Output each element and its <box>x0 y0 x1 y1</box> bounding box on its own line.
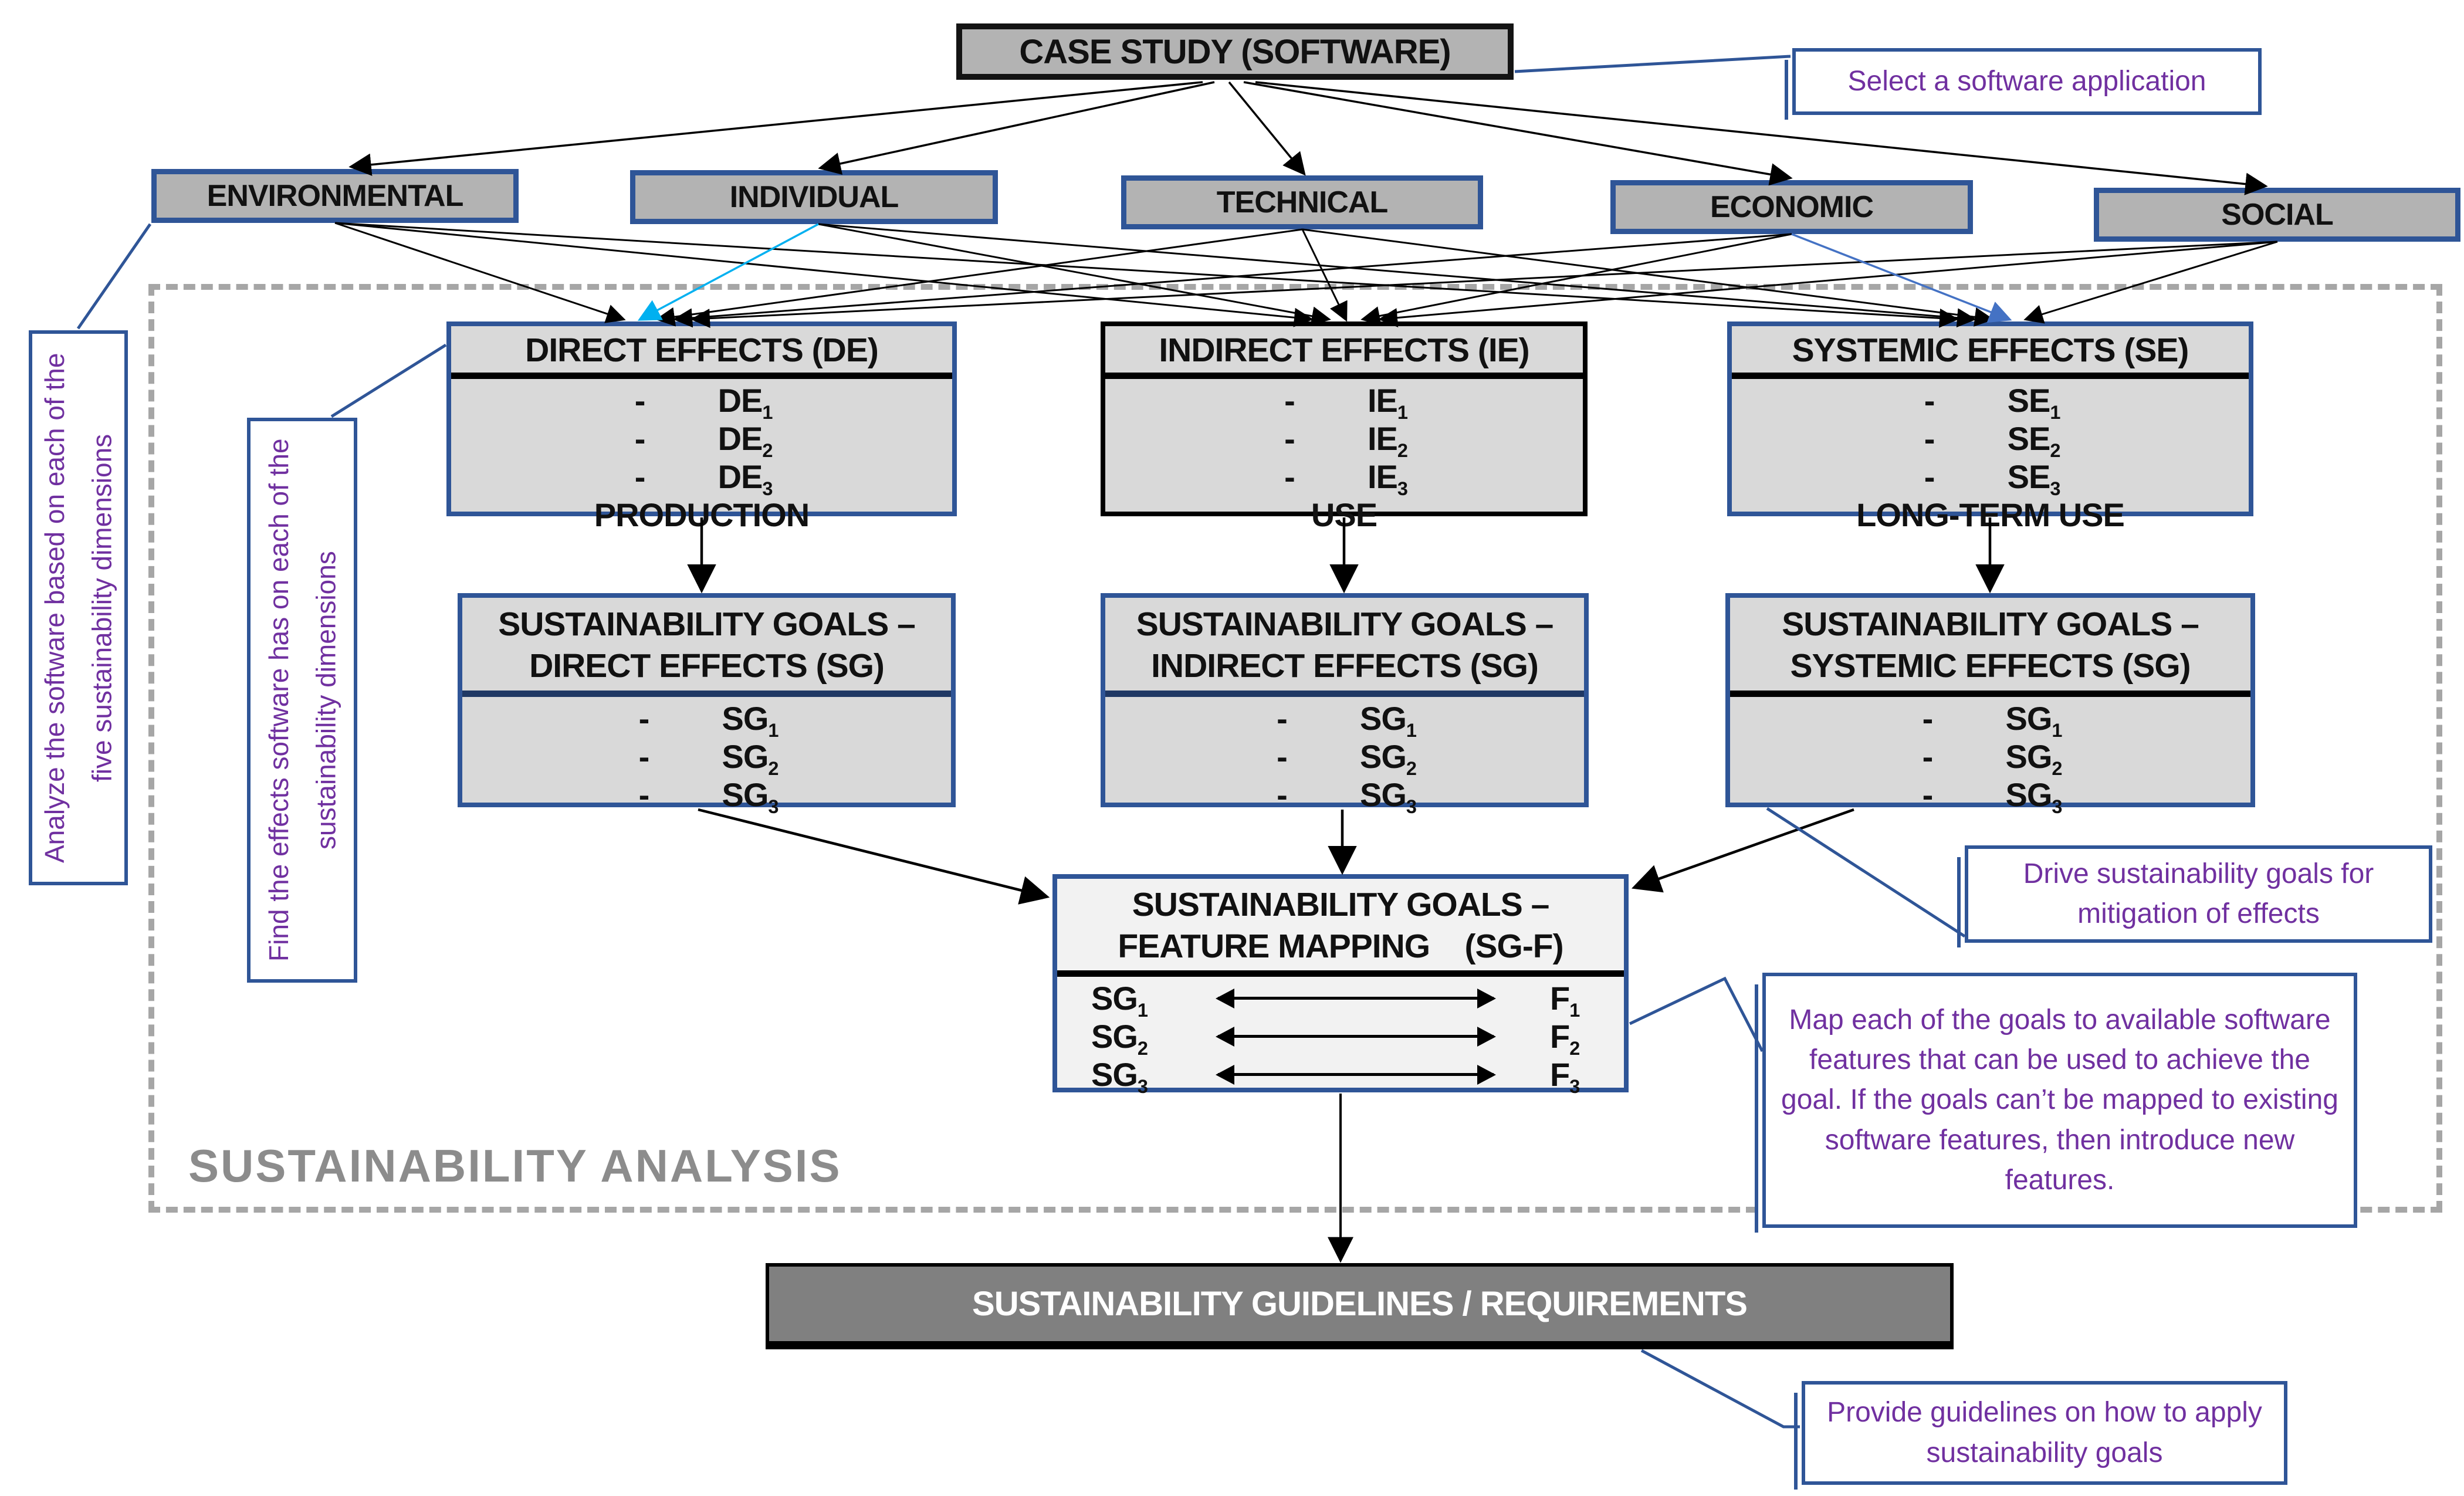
indirect-effects-box: INDIRECT EFFECTS (IE) - IE1 - IE2 - IE3 … <box>1101 321 1588 533</box>
divider <box>451 373 952 380</box>
dimension-node-social: SOCIAL <box>2094 188 2460 242</box>
list-item: - IE1 <box>1284 382 1408 424</box>
goals-indirect-title: SUSTAINABILITY GOALS – INDIRECT EFFECTS … <box>1136 605 1562 685</box>
divider <box>1732 373 2249 380</box>
dimension-label: ECONOMIC <box>1710 190 1874 224</box>
analysis-frame-label: SUSTAINABILITY ANALYSIS <box>188 1140 842 1192</box>
lifecycle-phase-label: PRODUCTION <box>594 496 810 534</box>
dimension-label: TECHNICAL <box>1216 185 1388 219</box>
list-item: - DE2 <box>634 420 773 462</box>
double-arrow-icon <box>1218 997 1494 1000</box>
systemic-effects-title: SYSTEMIC EFFECTS (SE) <box>1792 331 2189 369</box>
direct-effects-box: DIRECT EFFECTS (DE) - DE1 - DE2 - DE3 PR… <box>446 321 957 533</box>
lifecycle-phase-label: USE <box>1311 496 1377 534</box>
mapping-row: SG3 F3 <box>1091 1056 1580 1098</box>
dimension-node-technical: TECHNICAL <box>1121 175 1483 229</box>
callout-select-software: Select a software application <box>1785 48 2262 120</box>
list-item: - SE1 <box>1924 382 2061 424</box>
list-item: - SE3 <box>1924 458 2061 500</box>
list-item: - SG1 <box>1922 700 2063 742</box>
guidelines-label: SUSTAINABILITY GUIDELINES / REQUIREMENTS <box>972 1285 1748 1323</box>
double-arrow-icon <box>1218 1073 1494 1076</box>
goals-direct-box: SUSTAINABILITY GOALS – DIRECT EFFECTS (S… <box>458 593 956 816</box>
systemic-effects-box: SYSTEMIC EFFECTS (SE) - SE1 - SE2 - SE3 … <box>1727 321 2253 533</box>
list-item: - SE2 <box>1924 420 2061 462</box>
list-item: - DE1 <box>634 382 773 424</box>
indirect-effects-title: INDIRECT EFFECTS (IE) <box>1159 331 1529 369</box>
lifecycle-phase-label: LONG-TERM USE <box>1856 496 2125 534</box>
list-item: - SG1 <box>1277 700 1417 742</box>
dimension-label: ENVIRONMENTAL <box>207 179 464 213</box>
dimension-node-economic: ECONOMIC <box>1610 180 1973 234</box>
mapping-row: SG2 F2 <box>1091 1018 1580 1060</box>
goals-systemic-title: SUSTAINABILITY GOALS – SYSTEMIC EFFECTS … <box>1782 605 2208 685</box>
list-item: - DE3 <box>634 458 773 500</box>
divider <box>462 691 951 697</box>
list-item: - IE2 <box>1284 420 1408 462</box>
callout-map-features: Map each of the goals to available softw… <box>1755 973 2357 1233</box>
dimension-label: SOCIAL <box>2221 198 2333 232</box>
dimension-label: INDIVIDUAL <box>729 180 899 214</box>
callout-drive-goals: Drive sustainability goals for mitigatio… <box>1957 845 2432 947</box>
divider <box>1057 970 1624 977</box>
feature-mapping-box: SUSTAINABILITY GOALS – FEATURE MAPPING (… <box>1052 874 1629 1098</box>
list-item: - SG3 <box>1922 776 2063 818</box>
feature-mapping-title: SUSTAINABILITY GOALS – FEATURE MAPPING (… <box>1118 885 1563 965</box>
goals-direct-title: SUSTAINABILITY GOALS – DIRECT EFFECTS (S… <box>498 605 924 685</box>
list-item: - SG2 <box>1277 738 1417 780</box>
list-item: - SG3 <box>1277 776 1417 818</box>
double-arrow-icon <box>1218 1035 1494 1038</box>
mapping-row: SG1 F1 <box>1091 980 1580 1021</box>
divider <box>1730 691 2250 697</box>
goals-systemic-box: SUSTAINABILITY GOALS – SYSTEMIC EFFECTS … <box>1725 593 2255 816</box>
divider <box>1105 373 1583 380</box>
list-item: - SG3 <box>638 776 779 818</box>
guidelines-bar: SUSTAINABILITY GUIDELINES / REQUIREMENTS <box>766 1263 1954 1349</box>
goals-indirect-box: SUSTAINABILITY GOALS – INDIRECT EFFECTS … <box>1101 593 1589 816</box>
callout-provide-guidelines: Provide guidelines on how to apply susta… <box>1794 1381 2287 1490</box>
direct-effects-title: DIRECT EFFECTS (DE) <box>525 331 879 369</box>
case-study-label: CASE STUDY (SOFTWARE) <box>1019 32 1451 71</box>
callout-analyze-dimensions: Analyze the software based on each of th… <box>29 330 128 885</box>
list-item: - IE3 <box>1284 458 1408 500</box>
list-item: - SG2 <box>638 738 779 780</box>
dimension-node-individual: INDIVIDUAL <box>630 170 998 224</box>
dimension-node-environmental: ENVIRONMENTAL <box>151 169 519 223</box>
divider <box>1105 691 1584 697</box>
list-item: - SG2 <box>1922 738 2063 780</box>
list-item: - SG1 <box>638 700 779 742</box>
callout-find-effects: Find the effects software has on each of… <box>247 418 357 983</box>
case-study-node: CASE STUDY (SOFTWARE) <box>956 23 1514 80</box>
